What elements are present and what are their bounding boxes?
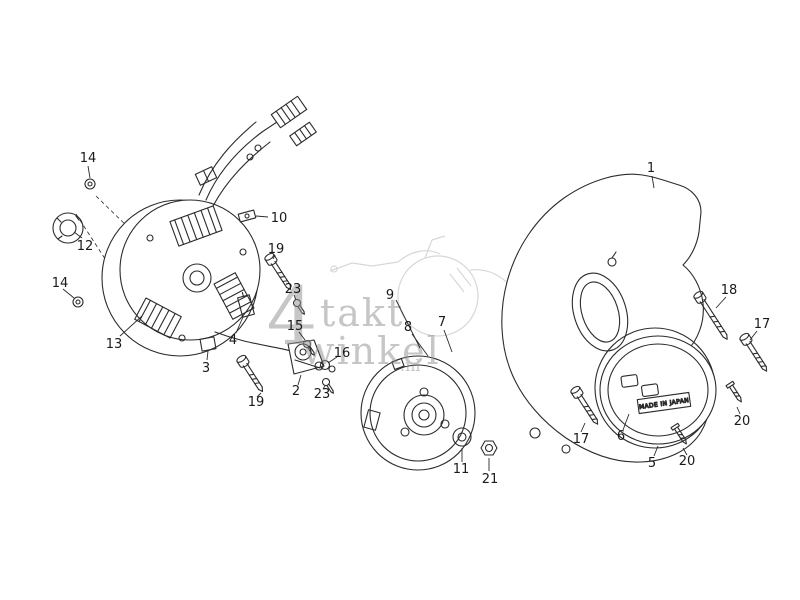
part-label-23a: 23 [285, 282, 302, 297]
nut-part-21 [480, 440, 498, 456]
part-label-5: 5 [648, 456, 656, 471]
part-label-11: 11 [453, 462, 470, 477]
part-label-9: 9 [386, 288, 394, 303]
part-label-10: 10 [271, 211, 288, 226]
part-label-6: 6 [617, 429, 625, 444]
part-label-2: 2 [292, 384, 300, 399]
part-label-19b: 19 [248, 395, 265, 410]
watermark-big-4: 4 [267, 270, 318, 363]
ring-part-14-bottom [72, 296, 84, 308]
part-label-7: 7 [438, 315, 446, 330]
wire-grommet [194, 166, 218, 186]
part-label-16: 16 [334, 346, 351, 361]
wire-connector-plugs [246, 95, 317, 161]
part-label-3: 3 [202, 361, 210, 376]
part-label-1: 1 [647, 161, 655, 176]
bolt-part-19b [235, 353, 268, 395]
stator-plate-part-13 [101, 199, 261, 357]
part-label-12: 12 [77, 239, 94, 254]
condenser-part-4 [237, 291, 255, 318]
part-label-13: 13 [106, 337, 123, 352]
flywheel-rotor [360, 355, 476, 471]
watermark-takt: takt [320, 291, 404, 335]
screw-part-20a [725, 380, 746, 405]
washer-part-11 [452, 427, 472, 447]
part-label-4: 4 [229, 333, 237, 348]
clip-part-10 [237, 209, 257, 223]
part-label-17a: 17 [573, 432, 590, 447]
part-label-14a: 14 [80, 151, 97, 166]
bolt-part-17b [738, 331, 772, 375]
leader-lines [62, 165, 758, 471]
part-label-20a: 20 [734, 414, 751, 429]
washers-part-16 [319, 359, 336, 373]
part-label-15: 15 [287, 319, 304, 334]
part-label-14b: 14 [52, 276, 69, 291]
part-label-21: 21 [482, 472, 499, 487]
watermark-winkel: winkel [302, 329, 441, 373]
wiring-harness [198, 119, 296, 353]
part-label-18: 18 [721, 283, 738, 298]
ring-part-14-top [84, 178, 96, 190]
square-part-3 [199, 336, 217, 352]
watermark-nl: .nl [400, 356, 421, 375]
part-label-20b: 20 [679, 454, 696, 469]
part-labels: 14 12 14 13 3 10 19 23 4 15 16 2 23 19 9… [52, 151, 771, 487]
round-cover-part-5: MADE IN JAPAN [599, 335, 717, 445]
part-label-23b: 23 [314, 387, 331, 402]
watermark: 4 takt winkel .nl [267, 270, 441, 375]
contact-breaker-part-2 [287, 339, 325, 375]
oil-seal-part-12 [52, 212, 84, 244]
part-label-19a: 19 [268, 242, 285, 257]
part-label-8: 8 [404, 320, 412, 335]
part-label-17b: 17 [754, 317, 771, 332]
